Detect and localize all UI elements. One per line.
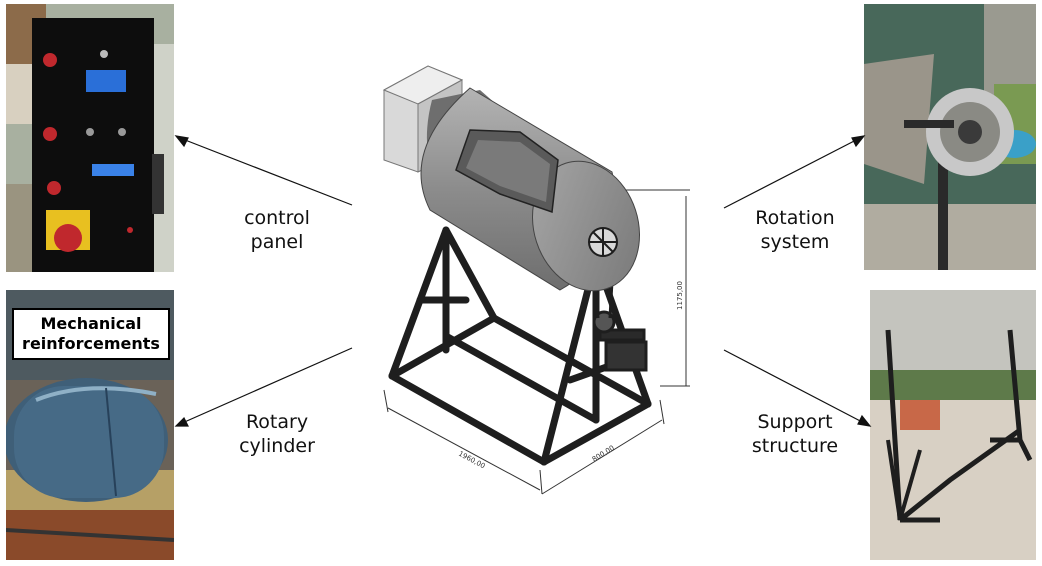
rotation-system-line-2: system xyxy=(760,231,830,253)
rotation-system-label: Rotation system xyxy=(740,206,850,254)
control-panel-line-1: control xyxy=(244,207,310,229)
mechanical-reinforcements-label: Mechanical reinforcements xyxy=(12,308,170,360)
callout-arrows xyxy=(174,135,872,427)
pulley-wheel xyxy=(588,227,618,257)
control-panel-photo xyxy=(6,4,174,272)
support-frame xyxy=(388,226,652,466)
dimension-lines xyxy=(383,189,690,495)
sprocket-photo xyxy=(864,4,1036,270)
support-frame-photo xyxy=(870,290,1036,560)
mechanical-reinforcements-line-2: reinforcements xyxy=(22,334,160,353)
control-panel-label: control panel xyxy=(222,206,332,254)
mechanical-reinforcements-line-1: Mechanical xyxy=(40,314,142,333)
rotary-cylinder-drum xyxy=(420,87,640,292)
support-structure-line-1: Support xyxy=(757,411,833,433)
rotary-cylinder-line-2: cylinder xyxy=(239,435,315,457)
control-panel-line-2: panel xyxy=(250,231,304,253)
rotation-system-line-1: Rotation xyxy=(755,207,835,229)
rotary-cylinder-label: Rotary cylinder xyxy=(222,410,332,458)
rotary-cylinder-line-1: Rotary xyxy=(245,411,309,433)
dimension-height: 1175,00 xyxy=(676,281,684,310)
support-structure-line-2: structure xyxy=(751,435,839,457)
support-structure-label: Support structure xyxy=(740,410,850,458)
dimension-width: 800,00 xyxy=(591,444,616,464)
